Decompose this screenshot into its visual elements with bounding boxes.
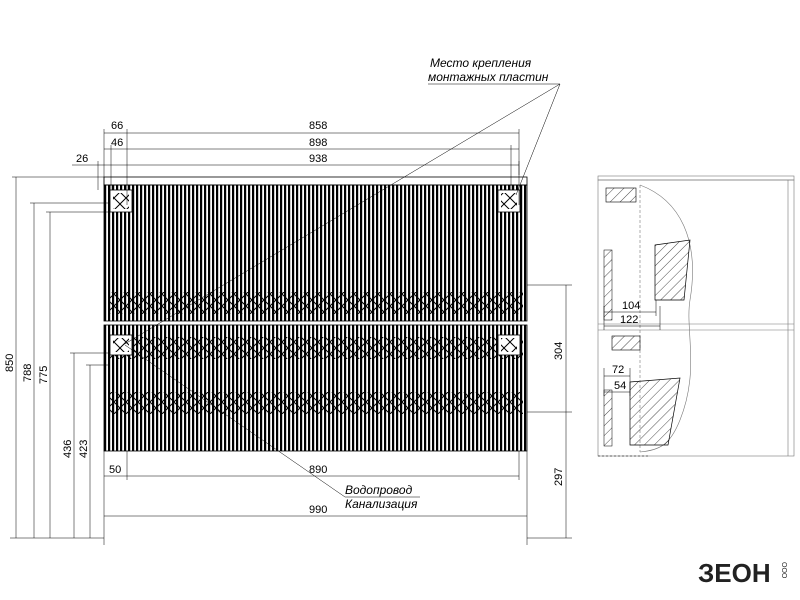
dim-890: 890 xyxy=(309,464,327,476)
water-pipe-label: Водопровод xyxy=(345,483,413,497)
mount-plate-note-line1: Место крепления xyxy=(430,56,532,70)
mount-plate-left xyxy=(109,189,133,213)
dim-423: 423 xyxy=(78,440,90,458)
mount-plate-right xyxy=(497,189,521,213)
sewer-label: Канализация xyxy=(345,497,418,511)
dim-304: 304 xyxy=(553,342,565,360)
dim-898: 898 xyxy=(309,137,327,149)
dim-850: 850 xyxy=(4,354,16,372)
dim-104: 104 xyxy=(622,300,640,312)
mount-plate-left-lower xyxy=(109,334,133,356)
brand-logo: ЗЕОН ООО xyxy=(698,558,787,588)
dim-990: 990 xyxy=(309,504,327,516)
dim-788: 788 xyxy=(22,364,34,382)
brand-tagline: ООО xyxy=(780,562,787,579)
right-dimensions: 304 297 xyxy=(527,284,572,539)
dim-436: 436 xyxy=(62,440,74,458)
leaders xyxy=(122,83,561,498)
dim-297: 297 xyxy=(553,468,565,486)
bottom-dimensions: 50 890 990 xyxy=(103,451,528,545)
dim-775: 775 xyxy=(38,366,50,384)
dim-938: 938 xyxy=(309,153,327,165)
dim-122: 122 xyxy=(620,314,638,326)
top-dimensions: 66 858 46 898 26 938 xyxy=(72,120,520,205)
dim-46: 46 xyxy=(111,137,123,149)
dim-26: 26 xyxy=(76,153,88,165)
dim-50: 50 xyxy=(109,464,121,476)
lower-drawer xyxy=(103,324,528,452)
dim-54: 54 xyxy=(614,380,626,392)
dim-66: 66 xyxy=(111,120,123,132)
left-dimensions: 850 788 775 436 423 xyxy=(4,176,110,539)
dim-858: 858 xyxy=(309,120,327,132)
upper-drawer xyxy=(103,184,528,322)
mount-plate-right-lower xyxy=(497,334,521,356)
countertop xyxy=(103,176,528,186)
dim-72: 72 xyxy=(612,364,624,376)
mount-plate-note-line2: монтажных пластин xyxy=(428,70,549,84)
side-view: 104 122 72 54 xyxy=(597,175,795,457)
brand-name: ЗЕОН xyxy=(698,558,771,588)
front-view xyxy=(103,176,528,452)
